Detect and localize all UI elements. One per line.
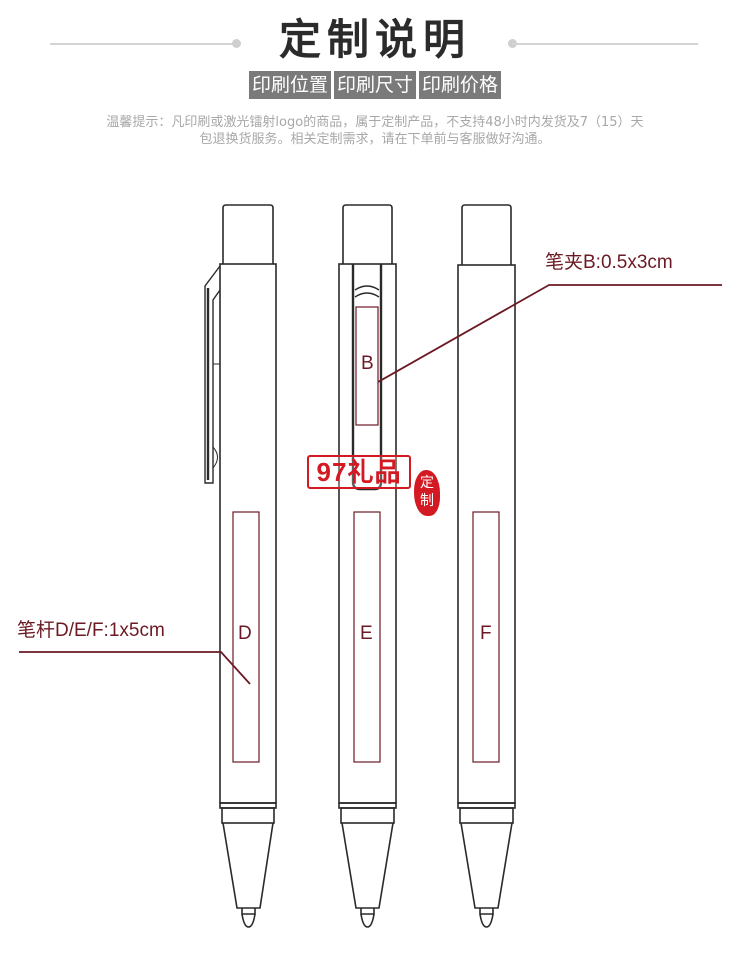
print-area-e — [353, 511, 381, 763]
section-tabs: 印刷位置 印刷尺寸 印刷价格 — [0, 71, 750, 99]
print-area-b — [355, 306, 379, 426]
clip-size-label: 笔夹B:0.5x3cm — [545, 252, 673, 273]
pen-back-view — [457, 204, 516, 928]
barrel-leader-line — [19, 651, 251, 685]
area-letter-d: D — [238, 623, 252, 644]
tab-print-price: 印刷价格 — [419, 71, 502, 99]
print-area-d — [232, 511, 260, 763]
pen-side-view — [204, 204, 277, 928]
notice-line-1: 温馨提示：凡印刷或激光镭射logo的商品，属于定制产品，不支持48小时内发货及7… — [106, 115, 644, 130]
notice-text: 温馨提示：凡印刷或激光镭射logo的商品，属于定制产品，不支持48小时内发货及7… — [20, 114, 730, 148]
page-title: 定制说明 — [278, 15, 471, 64]
title-rule-left — [50, 43, 236, 45]
barrel-size-label: 笔杆D/E/F:1x5cm — [17, 620, 165, 641]
area-letter-f: F — [480, 623, 492, 644]
tab-print-position: 印刷位置 — [248, 71, 331, 99]
notice-line-2: 包退换货服务。相关定制需求，请在下单前与客服做好沟通。 — [199, 132, 551, 147]
custom-seal-icon: 定 制 — [414, 470, 440, 516]
area-letter-b: B — [361, 353, 374, 374]
clip-leader-line — [377, 284, 722, 383]
title-dot-left — [232, 39, 241, 48]
print-area-f — [472, 511, 500, 763]
pen-front-clip-view — [338, 204, 397, 928]
watermark-logo: 97礼品 — [307, 455, 411, 489]
tab-print-size: 印刷尺寸 — [333, 71, 416, 99]
area-letter-e: E — [360, 623, 373, 644]
title-rule-right — [512, 43, 698, 45]
